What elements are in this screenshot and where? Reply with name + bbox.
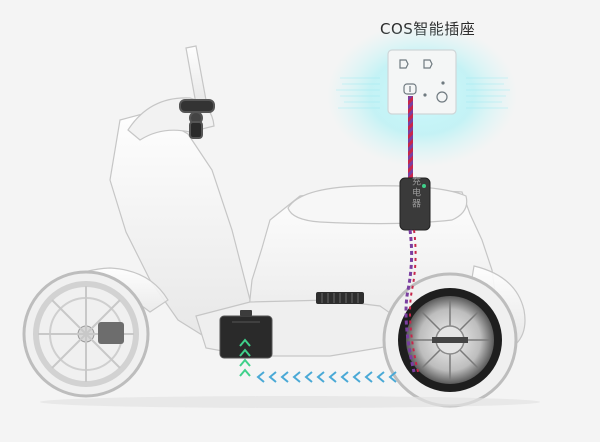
charger-label: 充电器 xyxy=(410,175,421,209)
wall-socket xyxy=(387,49,457,115)
handlebar xyxy=(179,99,215,139)
socket-slot-icon xyxy=(399,59,409,69)
charger-status-led xyxy=(422,184,426,188)
front-wheel xyxy=(22,270,150,398)
ground-shadow xyxy=(40,396,540,408)
energy-flow-arrows xyxy=(239,338,397,383)
controller xyxy=(316,292,364,304)
charging-cable xyxy=(408,96,413,182)
rear-wheel-hub-motor xyxy=(382,272,518,408)
motor-label-strip xyxy=(432,337,468,343)
battery xyxy=(219,310,273,359)
front-brake-caliper xyxy=(98,322,124,344)
